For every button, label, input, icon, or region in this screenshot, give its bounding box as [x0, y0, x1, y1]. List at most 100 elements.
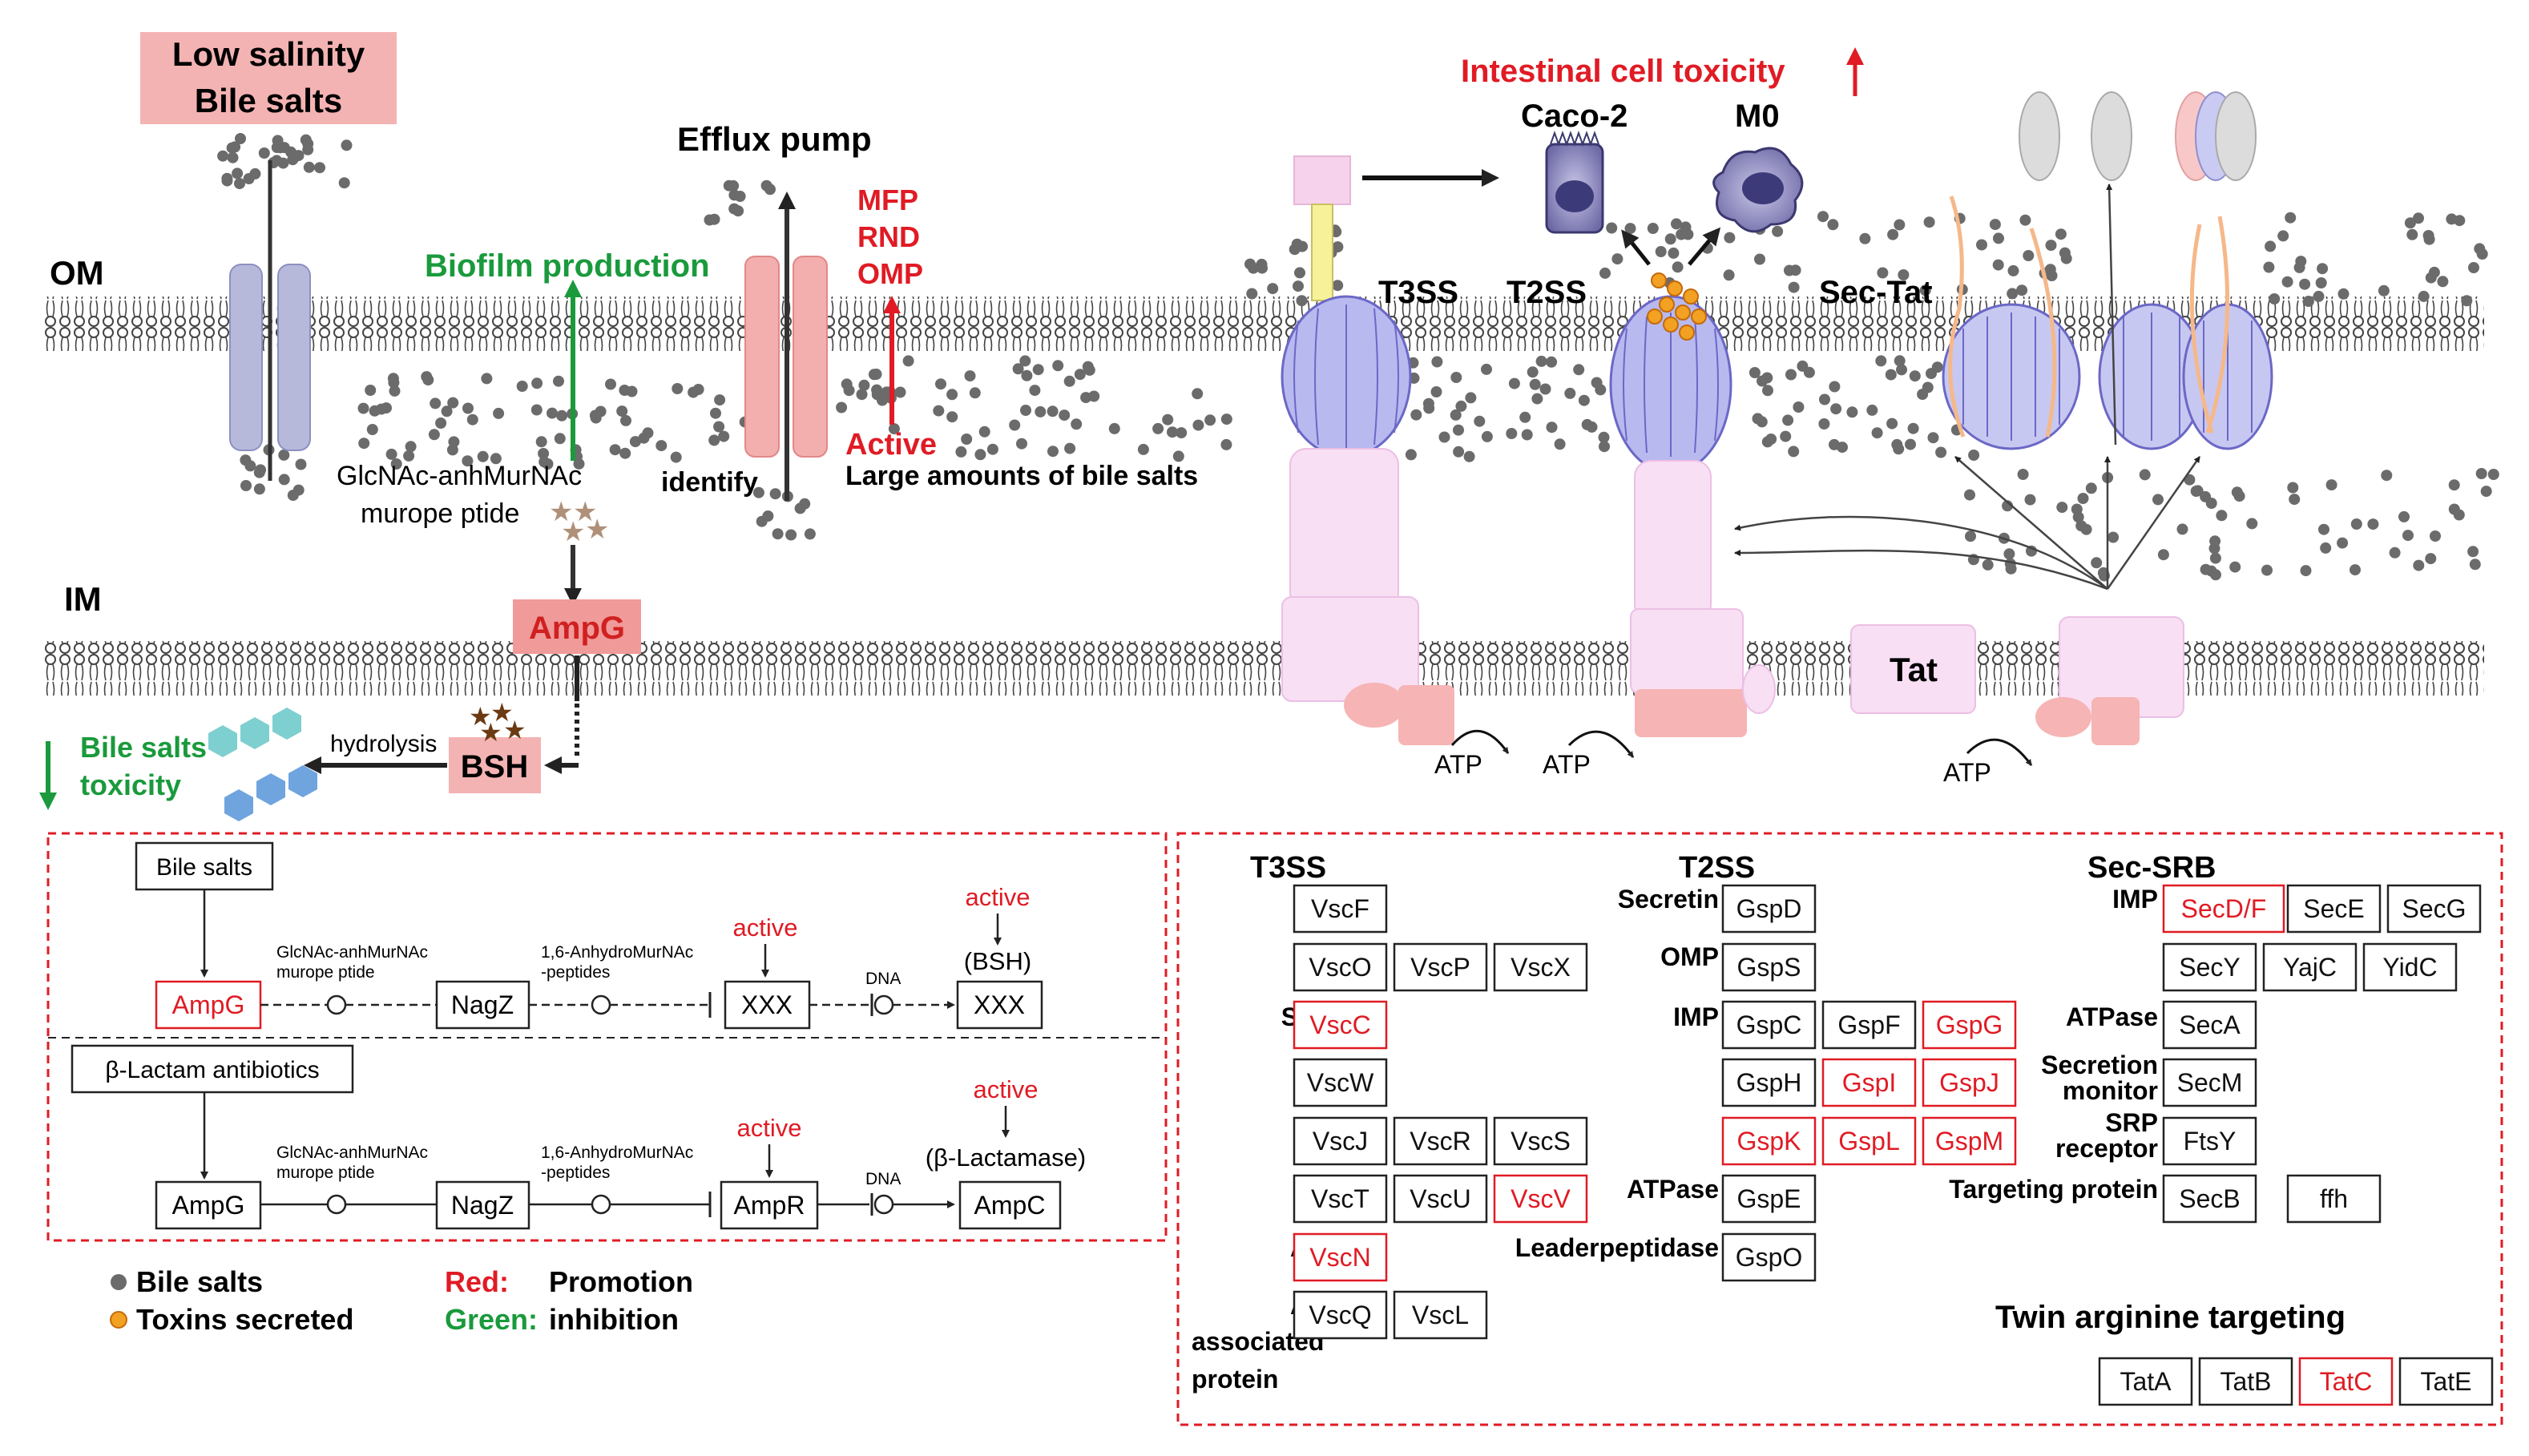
path1-active2: active [966, 883, 1031, 911]
path1-glc2: murope ptide [276, 963, 375, 982]
toxin-particles [1647, 272, 1707, 341]
path2-nagz-label: NagZ [451, 1191, 514, 1220]
large-bile-label: Large amounts of bile salts [845, 461, 1198, 491]
gene-category-label: protein [1192, 1365, 1278, 1393]
path-ampg-label: AmpG [172, 990, 245, 1019]
ampg-label: AmpG [529, 611, 625, 646]
gene-box [1293, 1116, 1388, 1166]
gene-name: YajC [2283, 953, 2337, 982]
gene-category-label: monitor [2063, 1076, 2158, 1105]
path2-dna-node [873, 1194, 894, 1215]
bsh-box [449, 737, 541, 793]
gene-category-label: Leaderpeptidase [1515, 1233, 1719, 1262]
gene-category-label: receptor [2055, 1134, 2158, 1163]
svg-text:★: ★ [469, 702, 492, 731]
svg-text:★: ★ [561, 517, 585, 547]
gene-name: ffh [2320, 1184, 2348, 1213]
atp-t3ss-arrow [1450, 729, 1510, 754]
gene-category-label: Targeting protein [1949, 1175, 2158, 1204]
gene-name: VscT [1311, 1184, 1369, 1213]
gene-name: VscU [1410, 1184, 1470, 1213]
gene-box [2286, 1174, 2382, 1224]
omp-label: OMP [857, 257, 923, 290]
legend-toxin-dot [110, 1311, 127, 1329]
gene-box [1721, 942, 1817, 992]
path2-betalact: (β-Lactamase) [926, 1143, 1086, 1172]
gene-box [2262, 942, 2358, 992]
sectat-channels [1850, 91, 2273, 745]
porin-left [229, 264, 263, 451]
gene-name: VscQ [1309, 1301, 1371, 1329]
gene-box [1293, 942, 1388, 992]
t3ss-label: T3SS [1378, 275, 1458, 310]
gene-box [1922, 1058, 2017, 1107]
gene-box [1493, 1116, 1588, 1166]
gene-box [2362, 942, 2458, 992]
gene-name: VscL [1412, 1301, 1469, 1329]
path1-nagz-label: NagZ [451, 990, 514, 1019]
efflux-right [793, 256, 828, 458]
path2-dna: DNA [865, 1170, 901, 1188]
beta-box [71, 1044, 354, 1094]
t2ss-title: T2SS [1679, 851, 1755, 885]
gene-name: GspF [1837, 1010, 1900, 1039]
gene-box [1293, 1290, 1388, 1340]
path2-glc1: GlcNAc-anhMurNAc [276, 1143, 428, 1162]
hydrolysis-label: hydrolysis [330, 731, 437, 757]
legend-promotion: Promotion [549, 1265, 693, 1298]
path2-ampg-box [155, 1180, 262, 1230]
efflux-left [744, 256, 780, 458]
beta-label: β-Lactam antibiotics [105, 1057, 319, 1083]
gene-name: VscC [1309, 1010, 1370, 1039]
gene-box [1821, 1116, 1917, 1166]
m0-cell [1712, 147, 1804, 233]
caco-label: Caco-2 [1521, 99, 1628, 134]
gene-box [2298, 1357, 2394, 1406]
path1-node1 [326, 994, 347, 1015]
gene-box [1493, 1174, 1588, 1224]
gene-name: GspS [1736, 953, 1801, 982]
path2-node2 [591, 1194, 611, 1215]
path1-dna-node [873, 994, 894, 1015]
bile-salt-dots [217, 133, 2499, 582]
path1-nagz-box [435, 980, 530, 1030]
legend-toxins: Toxins secreted [136, 1303, 353, 1336]
mfp-label: MFP [857, 184, 918, 216]
gene-name: TatC [2320, 1367, 2373, 1396]
sectat-label: Sec-Tat [1819, 275, 1933, 310]
path2-active2: active [974, 1075, 1039, 1103]
atp-t3ss: ATP [1434, 750, 1482, 779]
svg-text:★: ★ [503, 716, 526, 744]
atp-t2ss-arrow [1567, 730, 1635, 758]
path1-xxx2-box [956, 980, 1043, 1030]
active-label: Active [845, 428, 937, 462]
bile-tox-line2: toxicity [80, 768, 181, 801]
caco-cell [1545, 131, 1604, 234]
t2ss-label: T2SS [1507, 275, 1587, 310]
hydrolyzed-hexagons [208, 708, 317, 821]
gene-category-label: OMP [1660, 942, 1719, 971]
bsh-label: BSH [461, 749, 528, 784]
gene-name: VscX [1511, 953, 1571, 982]
gene-box [2286, 884, 2382, 934]
rnd-label: RND [857, 220, 920, 253]
glcnac-line1: GlcNAc-anhMurNAc [337, 461, 582, 491]
path2-ampr-label: AmpR [734, 1191, 805, 1220]
svg-text:★: ★ [479, 718, 502, 747]
gene-name: GspG [1936, 1010, 2003, 1039]
outer-membrane [44, 296, 2484, 351]
gene-name: VscW [1307, 1068, 1374, 1097]
gene-box [1721, 1174, 1817, 1224]
gene-category-label: SRP [2105, 1108, 2158, 1137]
gene-box [1721, 1058, 1817, 1107]
gene-name: FtsY [2184, 1127, 2237, 1156]
gene-box [1821, 1058, 1917, 1107]
biofilm-label: Biofilm production [425, 248, 710, 284]
legend-red: Red: [445, 1265, 509, 1298]
stress-line1: Low salinity [172, 35, 365, 73]
gene-name: SecB [2179, 1184, 2240, 1213]
gene-name: GspM [1935, 1127, 2003, 1156]
path2-ampc-box [958, 1180, 1062, 1230]
